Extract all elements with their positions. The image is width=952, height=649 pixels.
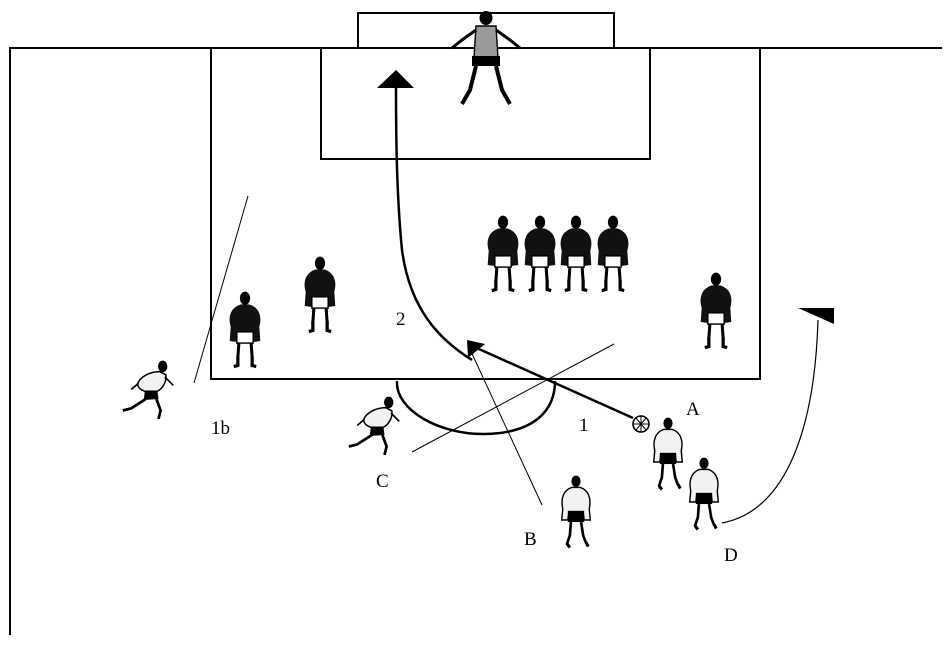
ball-icon bbox=[632, 415, 650, 433]
defender-player-icon bbox=[302, 254, 338, 334]
label-pass-1b: 1b bbox=[211, 418, 230, 439]
attacker-player-icon bbox=[688, 456, 720, 532]
defender-player-icon bbox=[485, 213, 521, 293]
touchline bbox=[9, 47, 942, 635]
penalty-box bbox=[210, 47, 761, 380]
label-player-c: C bbox=[376, 471, 389, 492]
attacker-player-icon bbox=[652, 416, 684, 492]
label-player-a: A bbox=[686, 399, 700, 420]
run-curve-c bbox=[395, 380, 557, 436]
label-player-d: D bbox=[724, 545, 738, 566]
attacker-player-icon bbox=[347, 395, 401, 457]
shot-curve-2 bbox=[394, 85, 473, 362]
arrowhead-icon bbox=[377, 70, 414, 88]
label-player-b: B bbox=[524, 529, 537, 550]
attacker-player-icon bbox=[121, 359, 175, 421]
defender-player-icon bbox=[558, 213, 594, 293]
defender-player-icon bbox=[227, 289, 263, 369]
defender-player-icon bbox=[595, 213, 631, 293]
run-curve-d bbox=[721, 319, 819, 524]
pass-line-a bbox=[469, 343, 634, 420]
run-line-1b bbox=[193, 195, 249, 384]
defender-player-icon bbox=[522, 213, 558, 293]
label-pass-2: 2 bbox=[396, 309, 406, 330]
arrowhead-icon bbox=[467, 340, 485, 358]
goalkeeper-icon bbox=[451, 11, 521, 105]
label-pass-1: 1 bbox=[579, 415, 589, 436]
decoy-line-c bbox=[411, 343, 615, 453]
run-line-b bbox=[467, 344, 543, 506]
arrowhead-icon bbox=[798, 308, 834, 324]
attacker-player-icon bbox=[560, 474, 592, 550]
defender-player-icon bbox=[698, 270, 734, 350]
